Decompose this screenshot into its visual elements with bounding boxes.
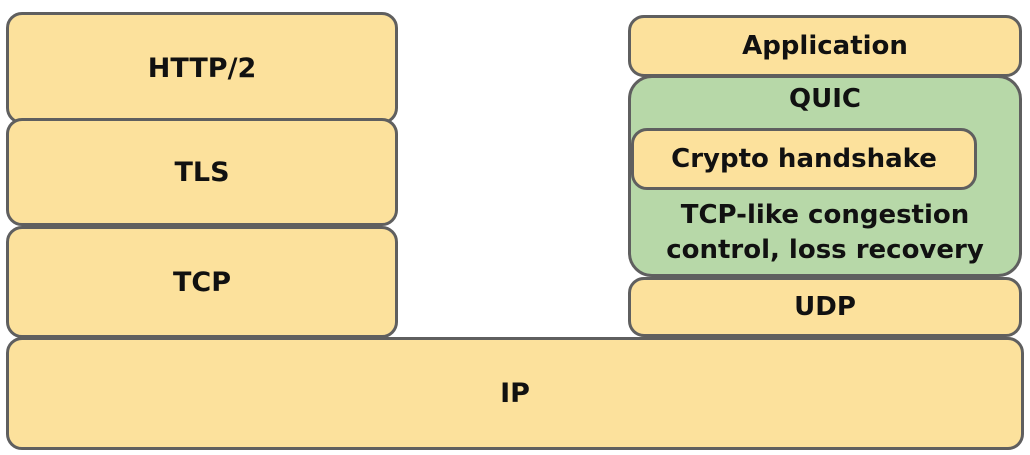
tls-label: TLS: [174, 156, 230, 188]
application-label: Application: [742, 31, 908, 61]
quic-label: QUIC: [789, 84, 861, 114]
quic-layer: QUIC Crypto handshake TCP-like congestio…: [628, 75, 1022, 277]
tls-layer: TLS: [6, 118, 398, 226]
udp-layer: UDP: [628, 277, 1022, 337]
crypto-handshake-label: Crypto handshake: [671, 144, 937, 174]
ip-layer: IP: [6, 337, 1024, 450]
tcp-label: TCP: [172, 266, 232, 298]
http2-label: HTTP/2: [147, 52, 257, 84]
http2-layer: HTTP/2: [6, 12, 398, 124]
congestion-line-2: control, loss recovery: [666, 235, 984, 265]
congestion-line-1: TCP-like congestion: [680, 200, 970, 230]
application-layer: Application: [628, 15, 1022, 77]
udp-label: UDP: [794, 292, 856, 322]
ip-label: IP: [500, 378, 530, 409]
congestion-control-text: TCP-like congestion control, loss recove…: [631, 198, 1019, 268]
tcp-layer: TCP: [6, 226, 398, 338]
crypto-handshake-box: Crypto handshake: [631, 128, 977, 190]
